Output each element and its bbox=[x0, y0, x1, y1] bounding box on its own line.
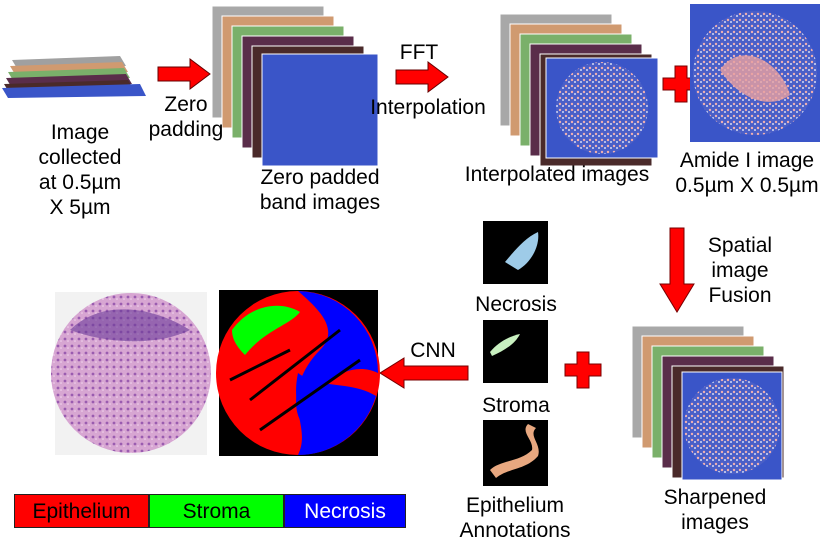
legend-necrosis: Necrosis bbox=[284, 494, 406, 528]
epithelium-annotation-image bbox=[483, 420, 548, 486]
sharpened-images-label: Sharpened images bbox=[663, 486, 767, 534]
image-collected-label: Image collected at 0.5µm X 5µm bbox=[38, 121, 122, 219]
zero-padded-stack bbox=[211, 5, 379, 167]
interpolation-label: Interpolation bbox=[370, 96, 486, 119]
plus-icon-bottom bbox=[564, 351, 602, 389]
legend-stroma: Stroma bbox=[149, 494, 284, 528]
epithelium-annotations-label: Epithelium Annotations bbox=[459, 494, 571, 542]
interpolated-images-label: Interpolated images bbox=[464, 163, 650, 186]
cnn-label: CNN bbox=[410, 339, 456, 362]
amide-image-label: Amide I image 0.5µm X 0.5µm bbox=[675, 149, 819, 197]
spatial-fusion-arrow bbox=[659, 227, 695, 313]
necrosis-label: Necrosis bbox=[475, 293, 557, 316]
legend-epithelium: Epithelium bbox=[14, 494, 149, 528]
fft-label: FFT bbox=[399, 41, 439, 64]
interpolated-stack bbox=[499, 13, 659, 167]
zero-padded-label: Zero padded band images bbox=[259, 166, 381, 214]
stroma-annotation-image bbox=[483, 320, 548, 383]
sharpened-stack bbox=[631, 325, 785, 481]
collected-image-stack bbox=[2, 56, 146, 98]
cnn-arrow bbox=[379, 357, 469, 389]
zero-padding-label: Zero padding bbox=[148, 93, 224, 141]
spatial-fusion-label: Spatial image Fusion bbox=[707, 234, 773, 307]
necrosis-annotation-image bbox=[483, 221, 548, 284]
amide-image bbox=[690, 4, 820, 142]
he-stained-image bbox=[51, 292, 211, 455]
stroma-label: Stroma bbox=[482, 394, 550, 417]
classified-image bbox=[216, 290, 380, 456]
fft-arrow bbox=[395, 61, 449, 93]
zero-padding-arrow bbox=[157, 58, 211, 90]
